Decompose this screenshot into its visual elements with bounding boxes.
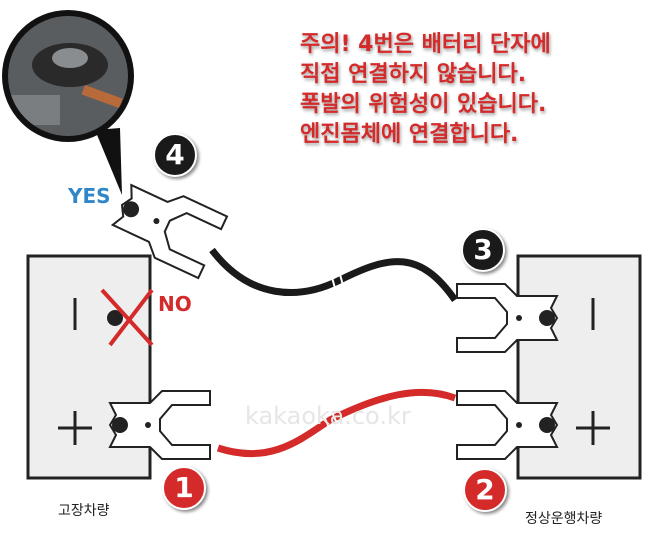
dead-plus-sign (58, 411, 92, 445)
warning-line: 주의! 4번은 배터리 단자에 (300, 32, 551, 57)
black-cable (209, 247, 458, 303)
engine-photo-inset (2, 10, 134, 195)
warning-text: 주의! 4번은 배터리 단자에 직접 연결하지 않습니다. 폭발의 위험성이 있… (300, 30, 551, 150)
no-cross-icon (100, 288, 154, 347)
warning-line: 폭발의 위험성이 있습니다. (300, 92, 547, 117)
step-3-badge: 3 (461, 228, 505, 272)
good-plus-sign (576, 411, 610, 445)
dead-minus-terminal (107, 310, 123, 326)
good-car-battery (516, 254, 642, 480)
warning-line: 엔진몸체에 연결합니다. (300, 122, 519, 147)
red-cable (216, 388, 457, 458)
step-1-badge: 1 (162, 466, 206, 510)
no-label: NO (158, 292, 192, 316)
watermark: kakaoka.co.kr (245, 402, 411, 430)
step-2-badge: 2 (463, 468, 507, 512)
warning-line: 직접 연결하지 않습니다. (300, 62, 527, 87)
yes-label: YES (68, 184, 111, 208)
dead-car-label: 고장차량 (58, 503, 110, 519)
good-car-label: 정상운행차량 (525, 511, 603, 527)
step-4-badge: 4 (153, 133, 197, 177)
